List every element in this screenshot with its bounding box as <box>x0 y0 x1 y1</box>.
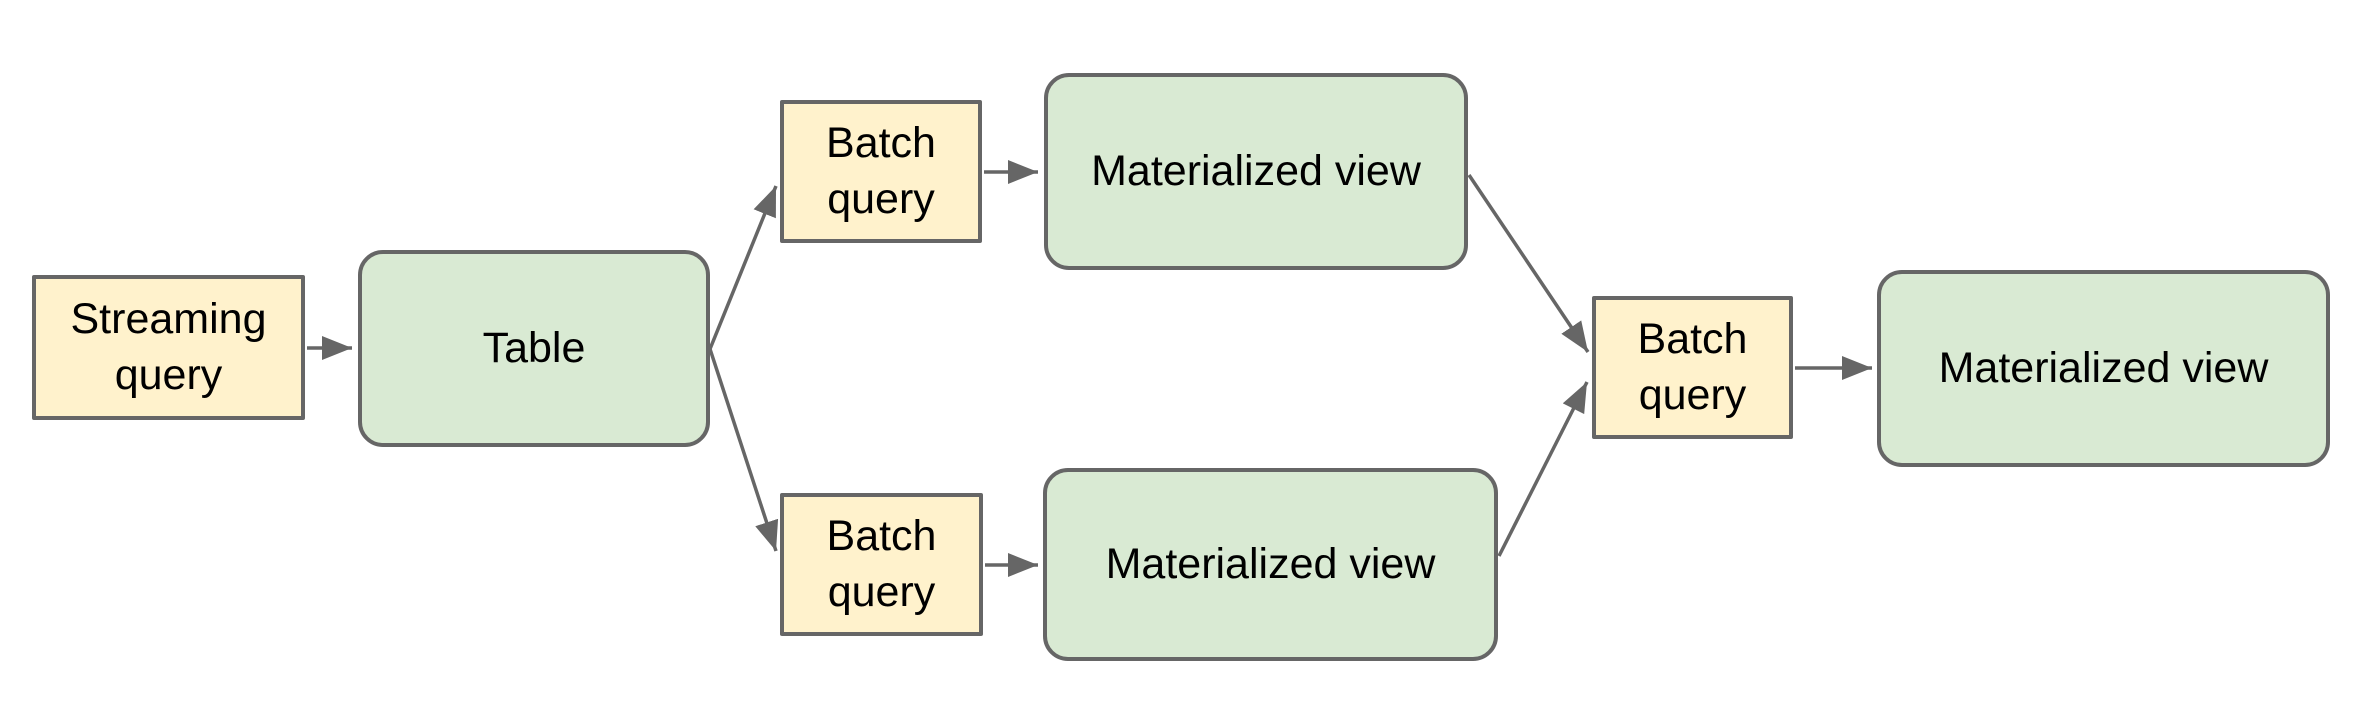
node-materialized-view-bottom: Materialized view <box>1043 468 1498 661</box>
node-materialized-view-final-label: Materialized view <box>1938 343 2269 392</box>
node-materialized-view-bottom-label: Materialized view <box>1105 539 1436 588</box>
node-materialized-view-top-label: Materialized view <box>1091 146 1421 195</box>
node-batch-query-top: Batch query <box>780 100 982 243</box>
edge-materialized-view-top-to-batch-query-right <box>1467 174 1590 353</box>
node-table: Table <box>358 250 710 447</box>
node-streaming-query: Streaming query <box>32 275 305 420</box>
node-batch-query-top-label: Batch query <box>826 118 936 223</box>
node-batch-query-right: Batch query <box>1592 296 1793 439</box>
node-batch-query-bottom: Batch query <box>780 493 983 636</box>
node-table-label: Table <box>482 323 586 372</box>
node-streaming-query-label: Streaming query <box>70 294 267 399</box>
edge-materialized-view-bottom-to-batch-query-right <box>1497 381 1589 557</box>
node-batch-query-bottom-label: Batch query <box>826 511 937 616</box>
node-batch-query-right-label: Batch query <box>1637 314 1748 419</box>
node-materialized-view-final: Materialized view <box>1877 270 2330 467</box>
edge-table-to-batch-query-bottom <box>708 348 779 552</box>
node-materialized-view-top: Materialized view <box>1044 73 1468 270</box>
edge-table-to-batch-query-top <box>708 185 778 350</box>
